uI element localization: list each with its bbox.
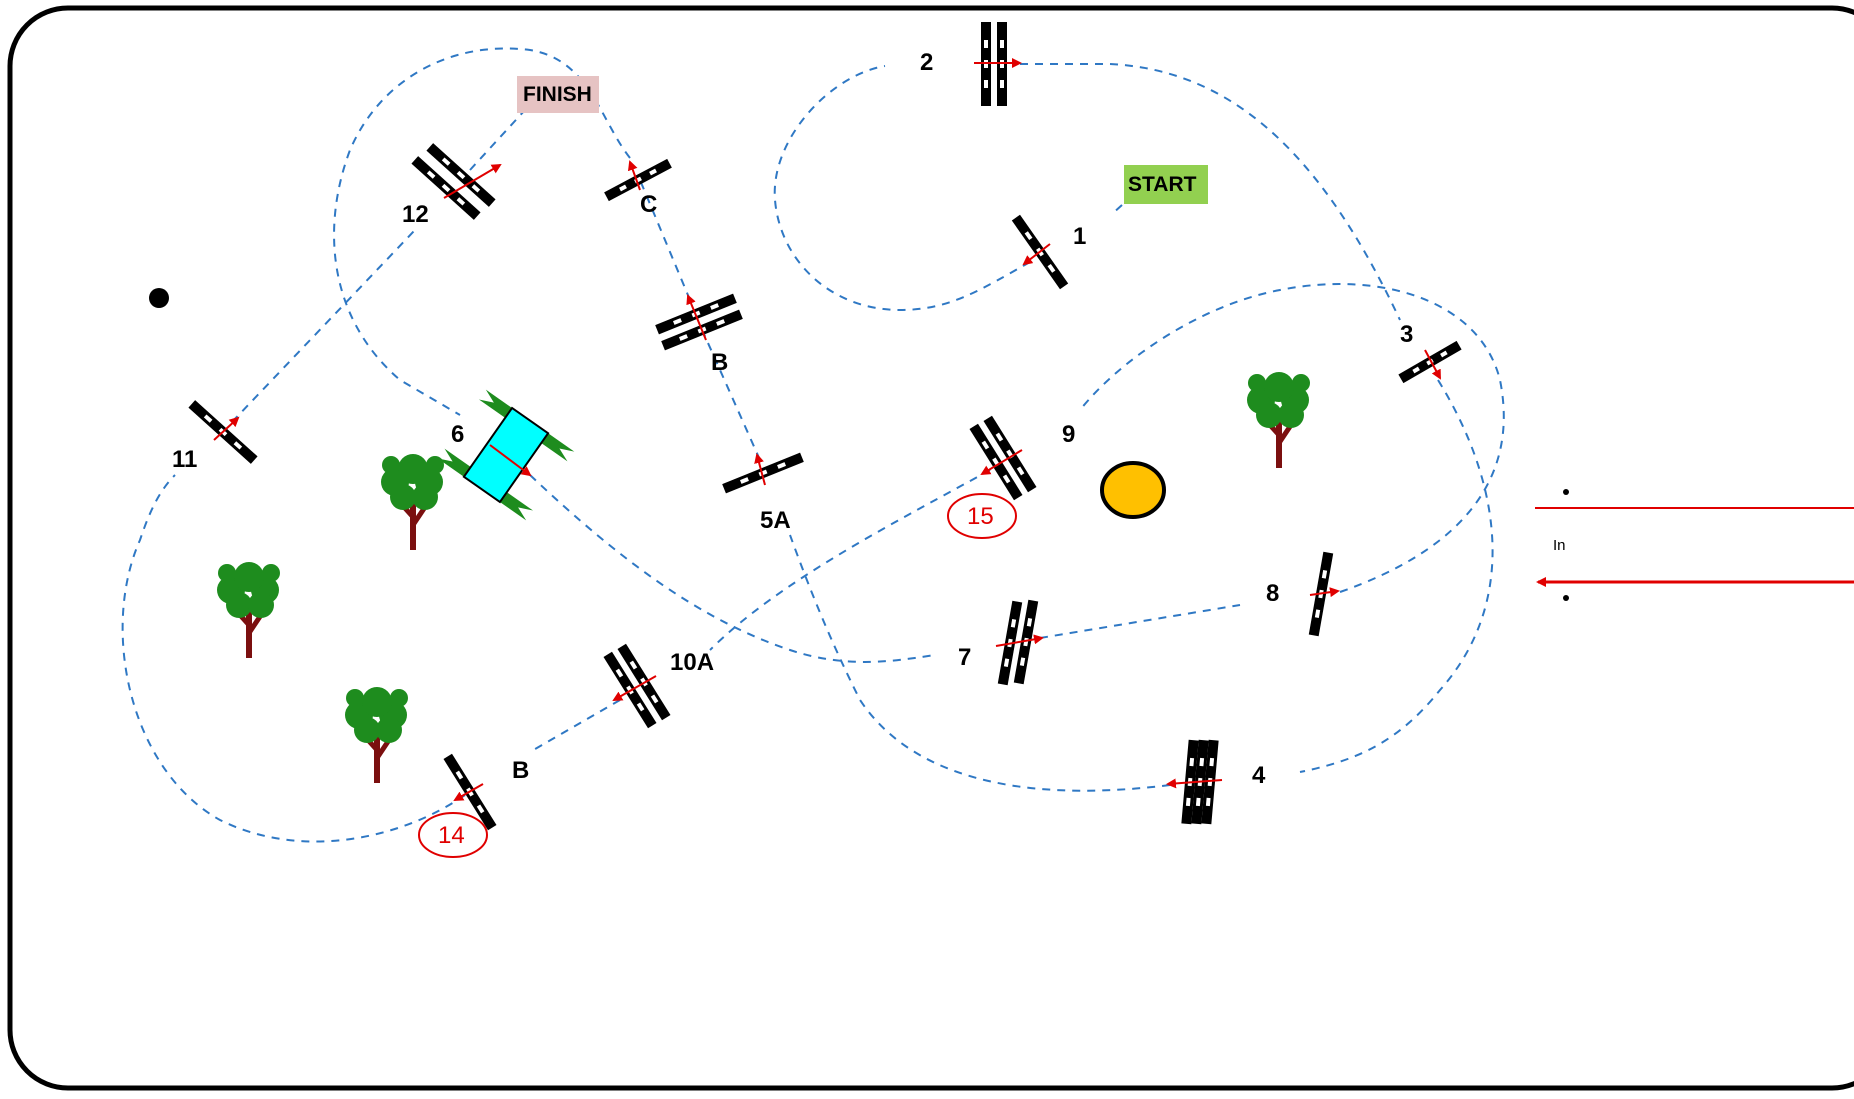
jump-label-9: 9 [1062,421,1075,448]
direction-arrow-7 [995,634,1044,647]
finish-tag: FINISH [517,76,599,113]
svg-text:15: 15 [967,503,994,530]
circled-label-15: 15 [947,493,1017,539]
jump-label-8: 8 [1266,580,1279,607]
direction-arrow-11 [213,416,240,441]
legend-text: In [1553,537,1566,554]
jump-label-7: 7 [958,644,971,671]
direction-arrow-4 [1166,778,1223,789]
jump-label-1: 1 [1073,223,1086,250]
direction-arrow-6 [489,444,532,477]
bush-icon [1100,461,1166,519]
direction-arrow-1 [1022,243,1051,266]
start-label: START [1128,173,1197,196]
arena-border [7,5,1854,1091]
direction-arrow-3 [1424,349,1441,380]
direction-arrow-8 [1309,587,1340,598]
jump-label-2: 2 [920,49,933,76]
jump-label-12: 12 [402,201,429,228]
circled-label-14: 14 [418,812,488,858]
tree-icon [1247,372,1310,468]
svg-text:14: 14 [438,822,465,849]
direction-arrow-12 [443,163,502,199]
jump-label-6: 6 [451,421,464,448]
direction-arrow-5a [754,453,766,486]
jump-c [604,158,672,202]
direction-arrow-9 [980,449,1023,476]
direction-arrow-10a [612,675,657,701]
finish-label: FINISH [523,83,592,106]
jump-label-5a: 5A [760,507,791,534]
judge-marker-dot [149,288,169,308]
jump-label-b-upper: B [711,349,728,376]
start-tag: START [1124,165,1208,204]
tree-icon [217,562,280,658]
legend: In [1535,489,1854,601]
direction-arrow-c [627,160,641,191]
jump-9 [969,415,1037,501]
course-path [121,47,1505,843]
tree-icon [345,687,408,783]
jump-label-10a: 10A [670,649,714,676]
jump-label-4: 4 [1252,762,1266,789]
direction-arrow-b-lower [453,783,484,801]
jump-5a [722,452,804,494]
jump-label-11: 11 [172,446,197,473]
direction-arrow-b-upper [686,294,707,341]
jump-label-3: 3 [1400,321,1413,348]
tree-icon [381,454,444,550]
jump-6-water [437,389,575,521]
jump-label-b-lower: B [512,757,529,784]
jump-label-c: C [640,191,657,218]
